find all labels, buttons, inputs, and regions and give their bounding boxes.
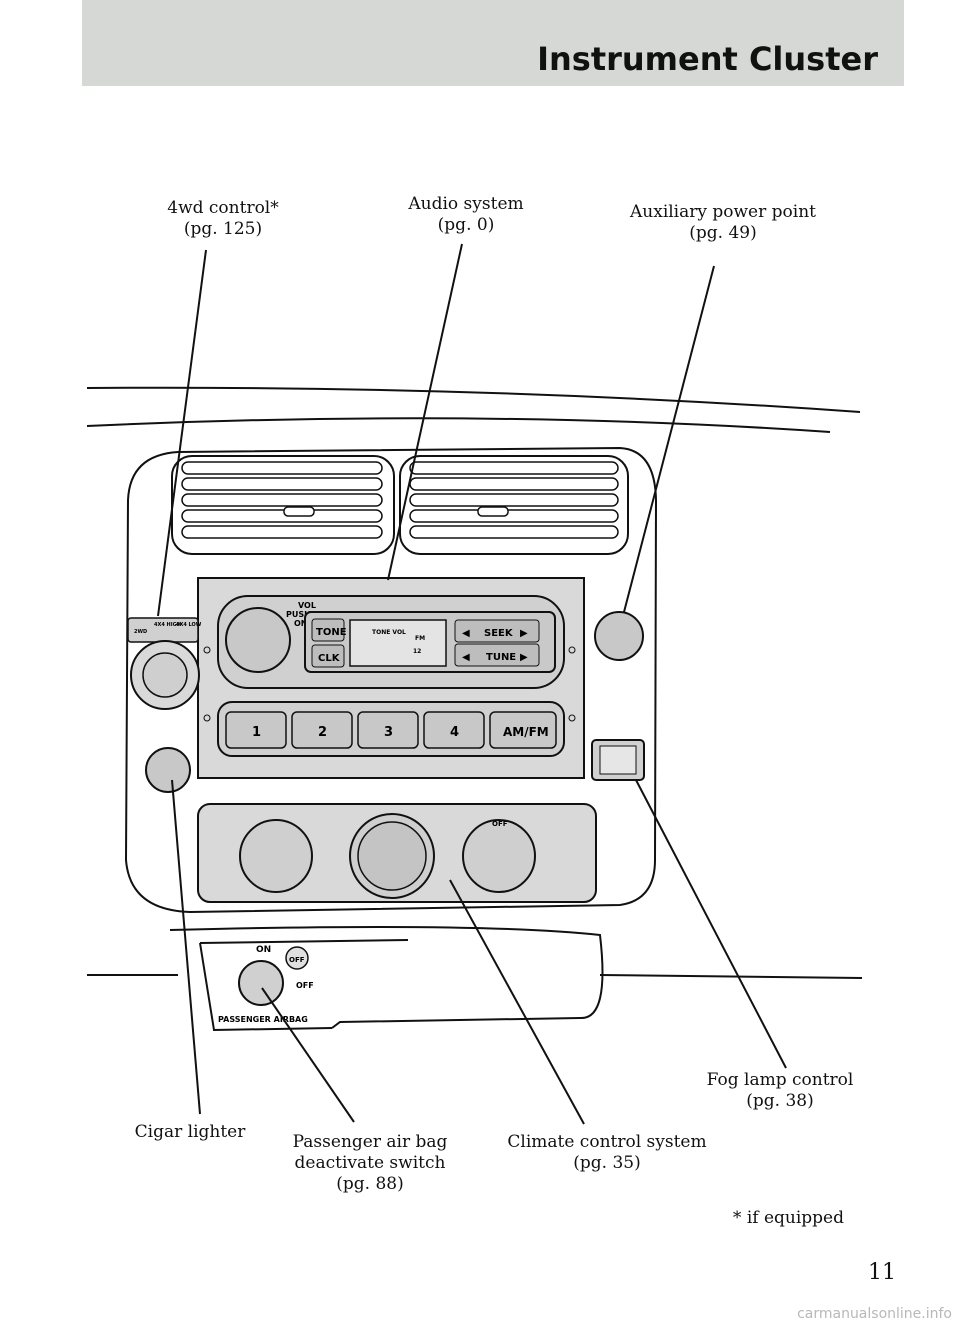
leader-climate bbox=[449, 879, 585, 1125]
callout-4wd-control: 4wd control* (pg. 125) bbox=[167, 198, 279, 239]
svg-text:2WD: 2WD bbox=[134, 629, 147, 635]
watermark: carmanualsonline.info bbox=[797, 1306, 952, 1322]
aux-power-point bbox=[594, 611, 644, 661]
svg-text:4X4 LOW: 4X4 LOW bbox=[176, 622, 202, 628]
leader-audio bbox=[387, 243, 463, 581]
svg-text:TONE VOL: TONE VOL bbox=[372, 629, 406, 636]
page-title: Instrument Cluster bbox=[537, 40, 878, 78]
svg-text:ON: ON bbox=[294, 619, 308, 628]
svg-text:FM: FM bbox=[415, 635, 425, 642]
svg-text:PASSENGER AIRBAG: PASSENGER AIRBAG bbox=[218, 1015, 308, 1024]
svg-text:◀: ◀ bbox=[462, 652, 470, 663]
svg-text:ON: ON bbox=[256, 945, 271, 955]
svg-text:3: 3 bbox=[384, 725, 393, 740]
radio-display bbox=[349, 619, 447, 667]
page-header: Instrument Cluster bbox=[82, 0, 904, 86]
leader-4wd bbox=[157, 249, 207, 617]
svg-text:TONE: TONE bbox=[316, 627, 347, 638]
svg-text:PUSH: PUSH bbox=[286, 610, 311, 619]
svg-text:TUNE: TUNE bbox=[486, 652, 516, 663]
svg-text:AM/FM: AM/FM bbox=[503, 725, 549, 739]
svg-text:▶: ▶ bbox=[520, 652, 528, 663]
cigar-lighter bbox=[145, 747, 191, 793]
airbag-switch bbox=[238, 960, 284, 1006]
callout-passenger-air-bag-switch: Passenger air bag deactivate switch (pg.… bbox=[292, 1132, 448, 1194]
callout-auxiliary-power-point: Auxiliary power point (pg. 49) bbox=[630, 202, 816, 243]
svg-text:VOL: VOL bbox=[298, 601, 316, 610]
svg-text:1: 1 bbox=[252, 725, 261, 740]
callout-fog-lamp-control: Fog lamp control (pg. 38) bbox=[706, 1070, 854, 1111]
svg-text:SEEK: SEEK bbox=[484, 628, 514, 639]
svg-text:OFF: OFF bbox=[492, 820, 508, 828]
svg-text:◀: ◀ bbox=[462, 628, 470, 639]
leader-aux bbox=[623, 265, 715, 613]
svg-text:CLK: CLK bbox=[318, 653, 341, 664]
svg-text:4: 4 bbox=[450, 725, 459, 740]
volume-knob bbox=[225, 607, 291, 673]
callout-cigar-lighter: Cigar lighter bbox=[134, 1122, 246, 1142]
svg-text:12: 12 bbox=[413, 648, 421, 655]
leader-cigar bbox=[171, 779, 201, 1115]
svg-text:OFF: OFF bbox=[296, 981, 314, 990]
leader-fog bbox=[635, 779, 787, 1069]
svg-text:▶: ▶ bbox=[520, 628, 528, 639]
svg-text:4X4 HIGH: 4X4 HIGH bbox=[154, 622, 181, 628]
svg-text:OFF: OFF bbox=[289, 956, 305, 964]
leader-airbag bbox=[261, 987, 355, 1123]
svg-text:2: 2 bbox=[318, 725, 327, 740]
callout-climate-control-system: Climate control system (pg. 35) bbox=[507, 1132, 707, 1173]
page-number: 11 bbox=[868, 1260, 896, 1285]
footnote: * if equipped bbox=[732, 1208, 844, 1228]
callout-audio-system: Audio system (pg. 0) bbox=[408, 194, 524, 235]
